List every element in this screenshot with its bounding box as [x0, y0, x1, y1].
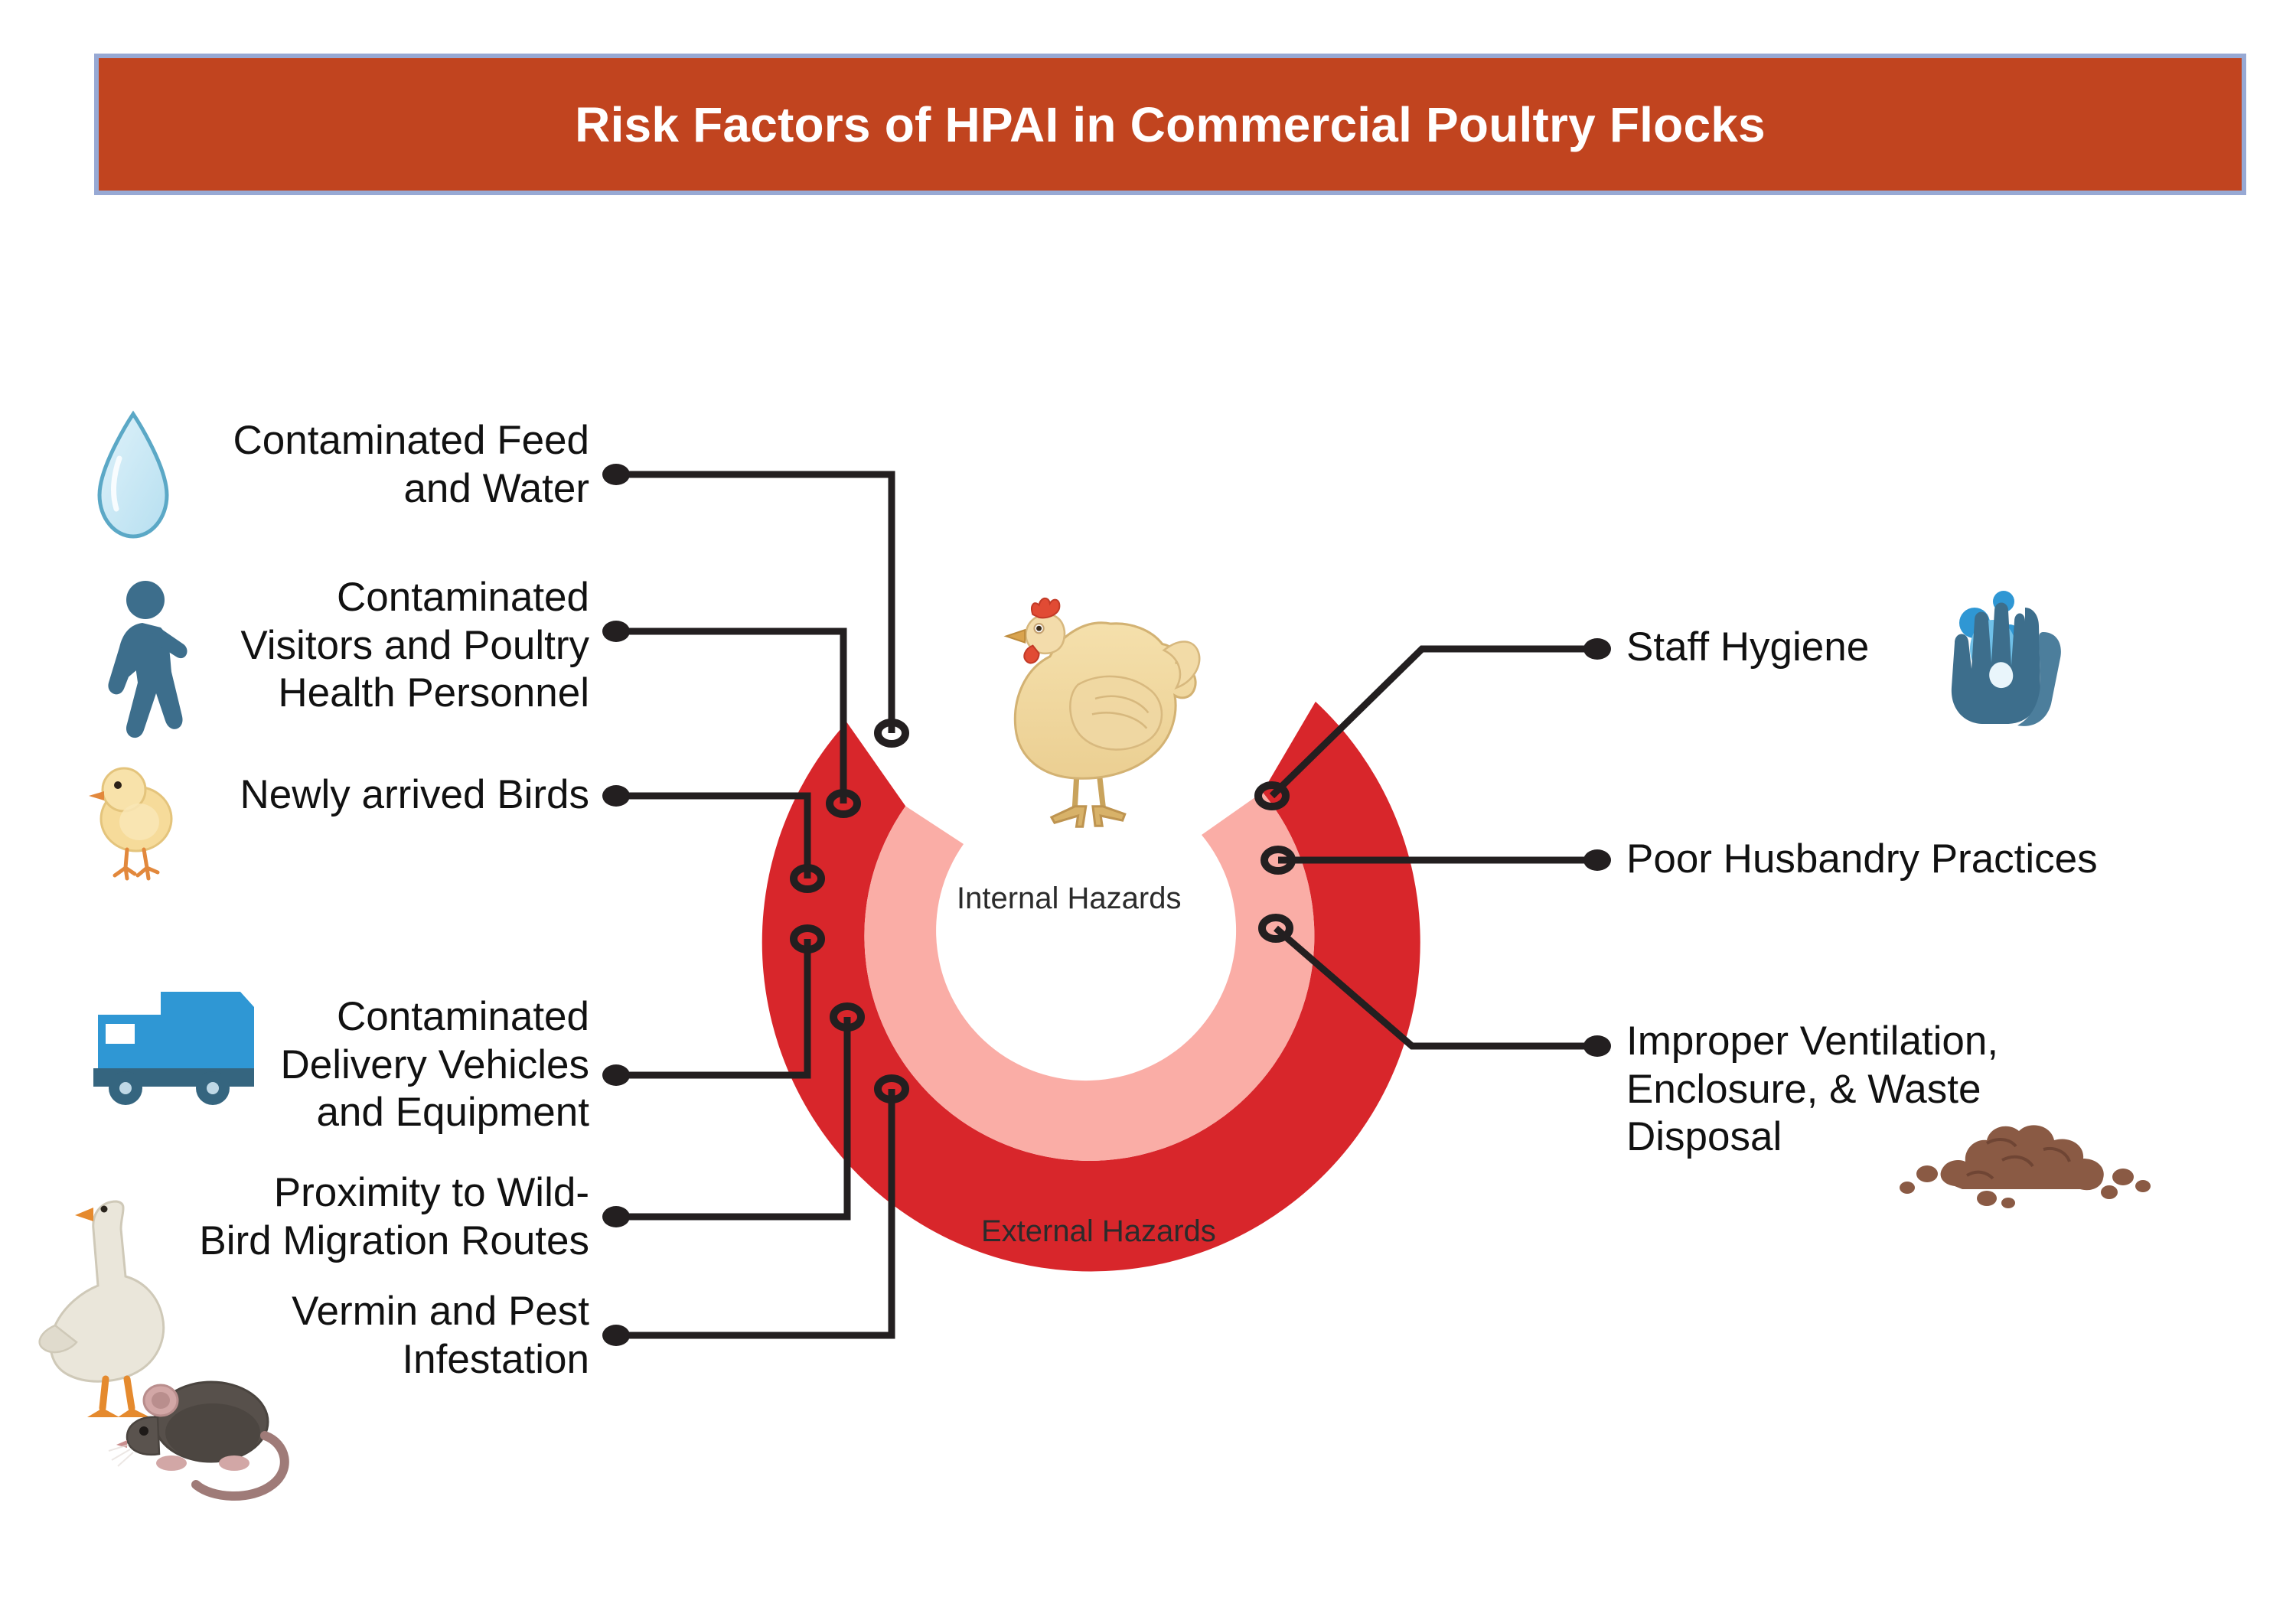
- internal-hazard-label-1: Poor Husbandry Practices: [1626, 836, 2098, 882]
- external-connector-dots: [602, 464, 630, 1346]
- page-title: Risk Factors of HPAI in Commercial Poult…: [575, 96, 1766, 152]
- external-connector-rings: [790, 719, 909, 1103]
- chicken-icon: [1003, 597, 1201, 828]
- manure-pile-icon: [1900, 1125, 2151, 1208]
- delivery-truck-icon: [93, 992, 254, 1105]
- internal-connector-rings: [1254, 781, 1296, 943]
- handwashing-icon: [1951, 591, 2061, 726]
- goose-icon: [38, 1200, 165, 1417]
- internal-hazard-label-0: Staff Hygiene: [1626, 624, 1870, 670]
- external-connectors: [616, 471, 895, 1339]
- chick-icon: [89, 767, 173, 881]
- water-drop-icon: [97, 410, 169, 539]
- internal-connector-dots: [1583, 638, 1611, 1057]
- walking-person-icon: [108, 581, 188, 738]
- rat-icon: [108, 1380, 289, 1501]
- external-hazard-label-2: Newly arrived Birds: [240, 772, 589, 817]
- donut-inner-ring: [864, 792, 1315, 1161]
- outer-ring-label: External Hazards: [981, 1214, 1216, 1248]
- donut-outer-ring: [762, 701, 1420, 1272]
- title-banner: Risk Factors of HPAI in Commercial Poult…: [94, 54, 2246, 195]
- internal-connectors: [1269, 645, 1597, 1050]
- inner-ring-label: Internal Hazards: [957, 882, 1182, 915]
- external-hazard-label-4: Proximity to Wild-Bird Migration Routes: [199, 1170, 589, 1263]
